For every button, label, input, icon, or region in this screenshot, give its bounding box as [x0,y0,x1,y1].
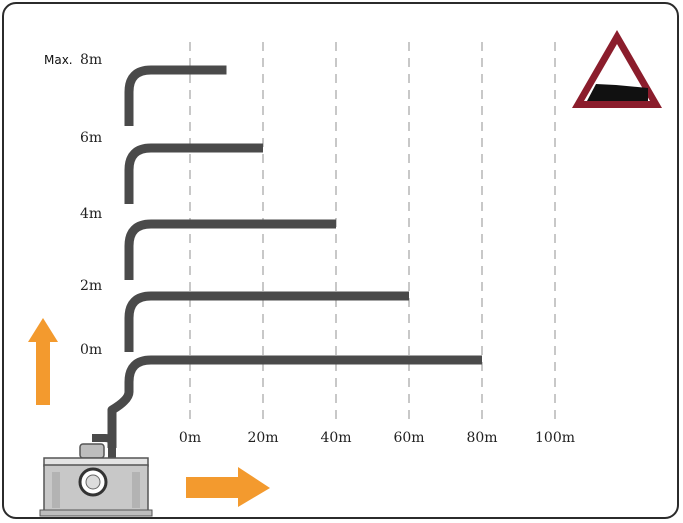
distance-label: 0m [179,430,201,446]
slope-warning-sign-icon: >3% [572,30,662,108]
height-label: 4m [80,206,102,222]
distance-gridlines [189,42,556,425]
height-label: 2m [80,278,102,294]
height-label: 8m [80,52,102,68]
distance-label: 80m [466,430,497,446]
pipe-route [124,291,409,352]
pipe-route [124,219,336,280]
distance-label: 20m [247,430,278,446]
horizontal-run-arrow-icon [186,467,270,507]
pipe-route [124,143,263,204]
vertical-lift-arrow-icon [28,318,58,405]
distance-label: 60m [393,430,424,446]
distance-label: 40m [320,430,351,446]
height-label: 6m [80,130,102,146]
pipe-route [124,65,227,126]
height-labels: Max. 8m 6m 4m 2m 0m [44,52,102,358]
pipe-routes [107,65,482,448]
distance-label: 100m [535,430,575,446]
distance-labels: 0m 20m 40m 60m 80m 100m [179,430,575,446]
pipe-route [107,355,482,448]
macerator-pump-icon [39,434,153,517]
height-label: 0m [80,342,102,358]
height-prefix-label: Max. [44,53,73,67]
slope-label: >3% [601,70,629,83]
